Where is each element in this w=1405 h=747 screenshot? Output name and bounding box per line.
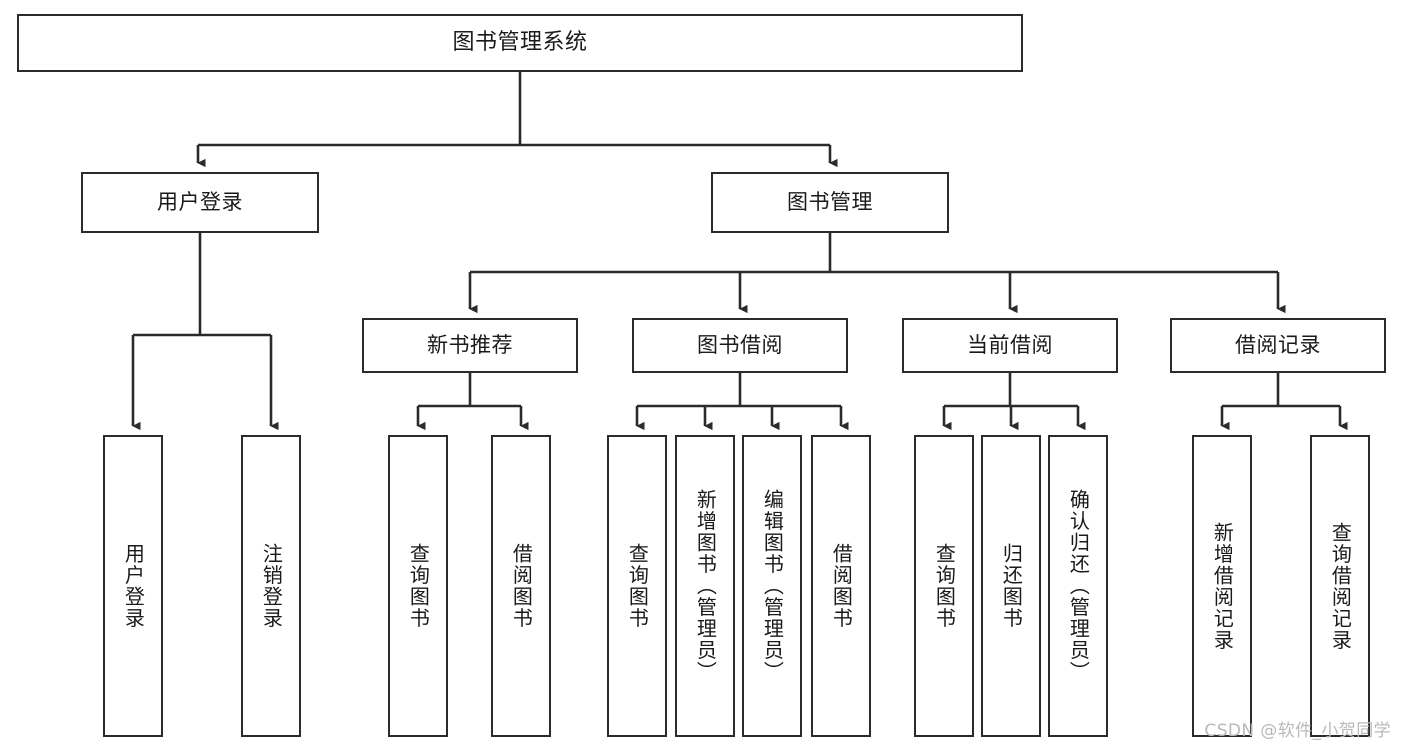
node-label: 编辑图书（管理员） <box>760 489 785 683</box>
edges-root-to-level1 <box>196 72 838 168</box>
node-label: 确认归还（管理员） <box>1066 489 1091 683</box>
node-label: 图书借阅 <box>697 333 783 358</box>
leaf-record-query-borrow-record[interactable]: 查询借阅记录 <box>1310 435 1370 737</box>
node-label: 图书管理 <box>787 190 873 215</box>
edges-newbookrec-to-leaves <box>416 373 529 431</box>
node-label: 查询借阅记录 <box>1328 521 1353 651</box>
node-new-book-recommendation[interactable]: 新书推荐 <box>362 318 578 373</box>
csdn-watermark: CSDN @软件_小贺同学 <box>1204 721 1391 741</box>
edges-borrowrecord-to-leaves <box>1220 373 1348 431</box>
node-book-management[interactable]: 图书管理 <box>711 172 949 233</box>
edges-userlogin-to-leaves <box>131 233 279 431</box>
node-label: 借阅图书 <box>509 543 534 629</box>
leaf-borrow-add-book-admin[interactable]: 新增图书（管理员） <box>675 435 735 737</box>
edges-bookmgmt-to-level2 <box>468 233 1286 314</box>
node-borrow-record[interactable]: 借阅记录 <box>1170 318 1386 373</box>
leaf-current-confirm-return-admin[interactable]: 确认归还（管理员） <box>1048 435 1108 737</box>
node-book-borrow[interactable]: 图书借阅 <box>632 318 848 373</box>
leaf-borrow-book[interactable]: 借阅图书 <box>811 435 871 737</box>
leaf-current-return-book[interactable]: 归还图书 <box>981 435 1041 737</box>
node-label: 查询图书 <box>406 543 431 629</box>
node-label: 新增图书（管理员） <box>693 489 718 683</box>
node-label: 用户登录 <box>157 190 243 215</box>
node-current-borrow[interactable]: 当前借阅 <box>902 318 1118 373</box>
node-label: 查询图书 <box>625 543 650 629</box>
node-label: 用户登录 <box>121 543 146 629</box>
node-root-book-management-system[interactable]: 图书管理系统 <box>17 14 1023 72</box>
leaf-user-login[interactable]: 用户登录 <box>103 435 163 737</box>
leaf-rec-query-book[interactable]: 查询图书 <box>388 435 448 737</box>
node-label: 归还图书 <box>999 543 1024 629</box>
leaf-rec-borrow-book[interactable]: 借阅图书 <box>491 435 551 737</box>
edges-bookborrow-to-leaves <box>635 373 849 431</box>
node-label: 图书管理系统 <box>452 30 588 56</box>
node-label: 新增借阅记录 <box>1210 521 1235 651</box>
node-label: 当前借阅 <box>967 333 1053 358</box>
leaf-borrow-query-book[interactable]: 查询图书 <box>607 435 667 737</box>
node-label: 新书推荐 <box>427 333 513 358</box>
leaf-record-add-borrow-record[interactable]: 新增借阅记录 <box>1192 435 1252 737</box>
leaf-borrow-edit-book-admin[interactable]: 编辑图书（管理员） <box>742 435 802 737</box>
edges-currentborrow-to-leaves <box>942 373 1086 431</box>
leaf-user-logout[interactable]: 注销登录 <box>241 435 301 737</box>
node-user-login[interactable]: 用户登录 <box>81 172 319 233</box>
node-label: 注销登录 <box>259 543 284 629</box>
node-label: 借阅记录 <box>1235 333 1321 358</box>
node-label: 借阅图书 <box>829 543 854 629</box>
node-label: 查询图书 <box>932 543 957 629</box>
leaf-current-query-book[interactable]: 查询图书 <box>914 435 974 737</box>
